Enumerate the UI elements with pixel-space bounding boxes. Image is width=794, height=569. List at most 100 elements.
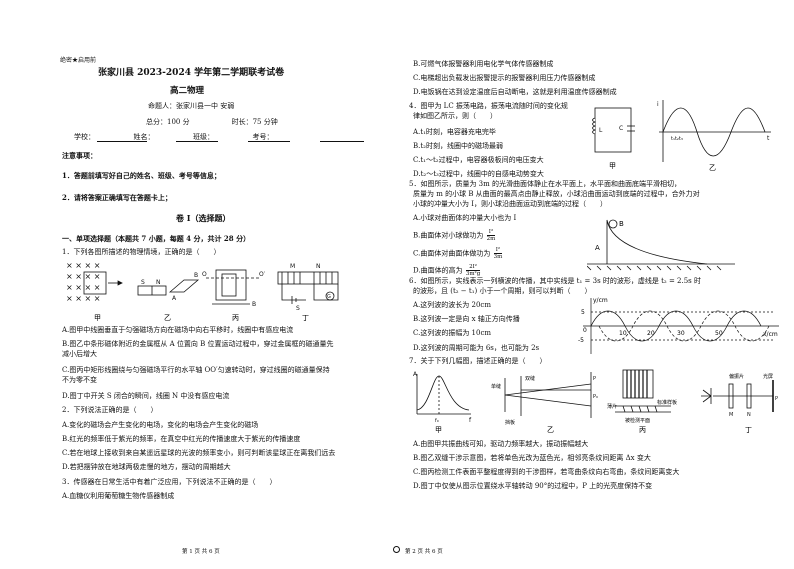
svg-text:i: i [657, 101, 659, 108]
q7-label-baojiao: 薄片 [607, 403, 617, 410]
q1-label-yi: 乙 [164, 314, 171, 322]
q7-label-biaozhun: 标准样板 [657, 399, 677, 406]
q6-tick-10: 10 [619, 330, 627, 337]
q5-option-b-den: 2m [486, 236, 496, 242]
q6-axis-x: x/cm [763, 331, 778, 338]
svg-text:G: G [327, 294, 331, 300]
q5-stem-cont2: 小球的冲量大小为 I，则小球沿曲面运动到底端的过程（ ） [413, 200, 607, 208]
q5-option-c-num: I² [493, 247, 503, 254]
svg-text:S: S [141, 279, 145, 286]
q5-option-c: C.曲面体对曲面体做功为 I² 3m [413, 247, 503, 260]
q4-stem-cont: 律如图乙所示，则（ ） [413, 112, 497, 120]
secret-mark: 绝密★启用前 [60, 57, 97, 64]
svg-text:A: A [413, 371, 418, 378]
q6-tick-50: 50 [715, 330, 723, 337]
q1-option-c: C.图丙中矩形线圈绕与匀强磁场平行的水平轴 OO′匀速转动时，穿过线圈的磁通量保… [62, 366, 330, 374]
svg-text:N: N [316, 263, 321, 270]
q2-stem: 2．下列说法正确的是（ ） [62, 406, 158, 414]
q2-option-b: B.红光的频率低于紫光的频率，在真空中红光的传播速度大于紫光的传播速度 [62, 435, 301, 443]
q4-fig-jia: L C [592, 107, 635, 153]
q7-option-a: A.由图甲共振曲线可知，驱动力频率越大，振动振幅越大 [413, 440, 589, 448]
q5-option-c-den: 3m [493, 254, 503, 260]
q7-figures: A f₀ f 甲 P P₀ 单缝 双缝 挡板 乙 薄片 标准样板 [413, 369, 778, 434]
q7-label-shuangfeng: 双缝 [525, 375, 535, 382]
q1-option-b: B.图乙中条形磁体附近的金属框从 A 位置向 B 位置运动过程中，穿过金属框的磁… [62, 340, 334, 348]
q5-stem: 5．如图所示，质量为 3m 的光滑曲面体静止在水平面上，水平面和曲面底端平滑相切… [409, 180, 681, 188]
section-title: 卷 I（选择题） [176, 213, 231, 223]
q6-option-a: A.这列波的波长为 20cm [413, 301, 491, 309]
q1-option-d: D.图丁中开关 S 闭合的瞬间，线圈 N 中没有感应电流 [62, 392, 230, 400]
note-2: 2．请将答案正确填写在答题卡上； [62, 193, 172, 202]
svg-text:N: N [747, 412, 751, 418]
notes-heading: 注意事项： [62, 151, 97, 160]
q7-option-d: D.图丁中仅使从图示位置绕水平轴转动 90°的过程中，P 上的光亮度保持不变 [413, 482, 653, 490]
svg-text:M: M [729, 412, 733, 418]
q7-option-c: C.图丙检测工件表面平整程度得到的干涉图样，若弯曲条纹向右弯曲，条纹间距离变大 [413, 468, 680, 476]
student-fields: 学校： 姓名： 班级： 考号： [74, 133, 274, 141]
q6-tick-5: 5 [581, 309, 585, 316]
q1-option-a: A.图甲中线圈垂直于匀强磁场方向在磁场中向右平移时，线圈中有感应电流 [62, 326, 294, 334]
q5-option-d: D.曲面体的高为 2I² 3m²g [413, 264, 481, 277]
svg-text:N: N [156, 279, 161, 286]
q4-stem: 4．图甲为 LC 振荡电路，振荡电流随时间的变化规 [409, 102, 568, 110]
svg-text:f₀: f₀ [435, 418, 439, 424]
q4-option-b: B.t₂时刻，线圈中的磁场最弱 [413, 142, 503, 150]
q7-label-guangping: 光屏 [763, 373, 773, 380]
svg-text:B: B [619, 220, 624, 228]
q1-fig-jia: × × × × × × × × × × × × × × × × [66, 261, 123, 303]
svg-text:M: M [290, 263, 295, 270]
q2-option-a: A.变化的磁场会产生变化的电场，变化的电场会产生变化的磁场 [62, 421, 259, 429]
q1-fig-ding: M N G S [277, 263, 339, 312]
q7-fig-jia: A f₀ f [413, 371, 472, 424]
q7-fig-bing [615, 369, 671, 413]
page-divider-icon [393, 546, 400, 553]
exam-title: 张家川县 2023-2024 学年第二学期联考试卷 [98, 68, 285, 78]
q1-label-jia: 甲 [94, 314, 101, 322]
svg-text:P₀: P₀ [593, 394, 598, 400]
q4-label-yi: 乙 [709, 164, 716, 172]
q6-stem: 6．如图所示，实线表示一列横波的传播，其中实线是 t₁ = 3s 时的波形，虚线… [409, 277, 701, 285]
q6-option-d: D.这列波的周期可能为 6s，也可能为 2s [413, 344, 540, 352]
footer-right: 第 2 页 共 6 页 [405, 549, 443, 555]
q6-stem-cont: 的波形，且 (t₂ − t₁) 小于一个周期，则可以判断（ ） [413, 287, 592, 295]
q6-tick-20: 20 [647, 330, 655, 337]
q7-stem: 7．关于下列几幅图，描述正确的是（ ） [409, 357, 547, 365]
svg-text:× × × ×: × × × × [66, 294, 100, 303]
q3-option-d: D.电饭锅在达到设定温度后自动断电，这就是利用温度传感器制成 [413, 88, 617, 96]
footer-left: 第 1 页 共 6 页 [182, 549, 220, 555]
q7-fig-ding: M N P [701, 380, 778, 418]
svg-text:A: A [172, 295, 177, 302]
subject-title: 高二物理 [170, 86, 205, 96]
q6-wave-figure: y/cm x/cm 5 0 -5 10 20 30 50 [578, 297, 779, 354]
q4-option-d: D.t₂～t₃过程中，线圈中的自感电动势变大 [413, 170, 544, 178]
q1-label-bing: 丙 [232, 314, 239, 322]
q7-label-ding: 丁 [745, 426, 752, 434]
q5-option-d-text: D.曲面体的高为 [413, 266, 463, 275]
section-heading: 一、单项选择题（本题共 7 小题，每题 4 分，共计 28 分） [62, 234, 251, 243]
svg-text:P: P [775, 396, 778, 402]
q7-label-beijian: 被检测平面 [625, 417, 650, 424]
q6-option-c: C.这列波的振幅为 10cm [413, 329, 492, 337]
q1-option-b-cont: 减小后增大 [62, 350, 97, 358]
svg-text:S: S [296, 305, 300, 312]
q5-option-c-text: C.曲面体对曲面体做功为 [413, 249, 491, 258]
svg-text:t₁t₂t₃: t₁t₂t₃ [671, 136, 683, 142]
q4-option-a: A.t₁时刻，电容器充电完毕 [413, 128, 496, 136]
q7-label-dangban: 挡板 [505, 419, 515, 426]
svg-text:A: A [595, 244, 600, 252]
q1-figures: × × × × × × × × × × × × × × × × 甲 S N A … [66, 261, 339, 322]
q5-option-a: A.小球对曲面体的冲量大小也为 I [413, 214, 517, 222]
svg-text:f: f [469, 417, 472, 424]
svg-text:P: P [593, 376, 596, 382]
q7-label-pianzhen: 偏振片 [729, 373, 744, 380]
q1-option-c-cont: 不为零不变 [62, 376, 97, 384]
svg-text:C: C [619, 125, 623, 132]
svg-text:B: B [194, 272, 198, 279]
q6-tick-0: 0 [583, 327, 587, 334]
svg-text:t: t [767, 135, 770, 142]
q5-option-b-num: I² [486, 229, 496, 236]
q1-fig-bing: O O′ B [202, 269, 266, 308]
q2-option-c: C.若在地球上接收到来自某遥远星球的光波的频率变小，则可判断该星球正在离我们远去 [62, 449, 336, 457]
q4-option-c: C.t₁～t₂过程中，电容器极板间的电压变大 [413, 156, 544, 164]
q5-option-d-den: 3m²g [465, 271, 481, 277]
